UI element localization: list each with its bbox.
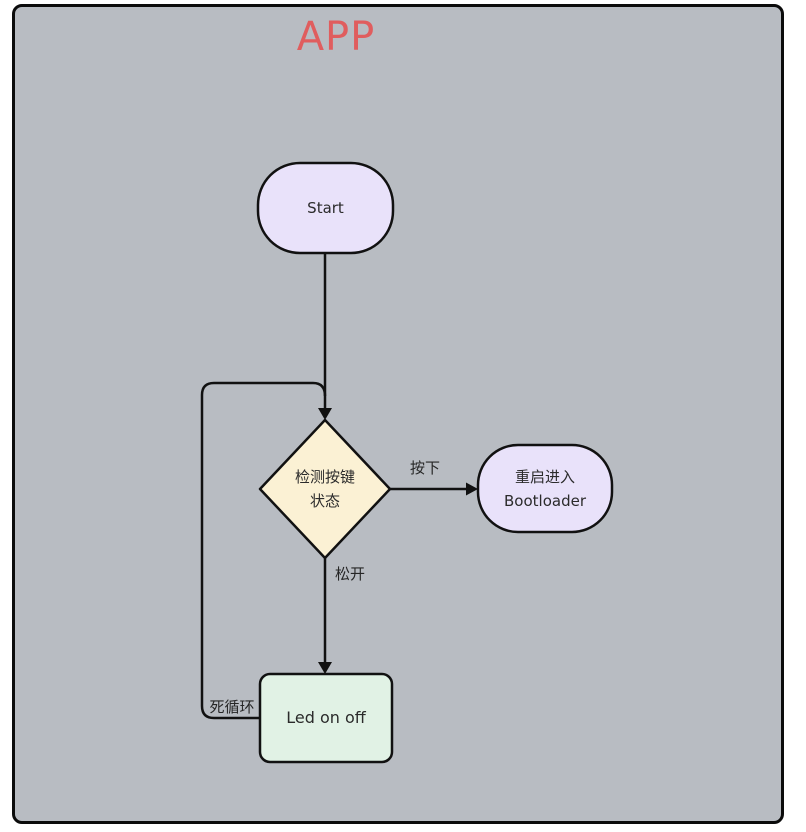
led-node-text: Led on off xyxy=(286,708,366,727)
diagram-title: APP xyxy=(296,14,376,60)
edge-label-release: 松开 xyxy=(334,565,365,583)
led-node-label: Led on off xyxy=(260,674,392,762)
arrowhead-down-decision-icon xyxy=(318,408,332,420)
arrowhead-down-led-icon xyxy=(318,662,332,674)
bootloader-node-text-line2: Bootloader xyxy=(504,491,586,510)
diagram-canvas: APP Start 检测按键 状态 重启进入 Bootloader Led on… xyxy=(12,4,784,824)
bootloader-node-label: 重启进入 Bootloader xyxy=(478,445,612,532)
start-node-shape xyxy=(256,161,395,255)
flowchart-graphics xyxy=(200,161,614,764)
decision-node-shape xyxy=(258,418,392,560)
diagram-area: APP Start 检测按键 状态 重启进入 Bootloader Led on… xyxy=(15,7,781,821)
led-node-shape xyxy=(258,672,394,764)
edge-label-infinite-loop: 死循环 xyxy=(209,698,255,716)
arrowhead-right-bootloader-icon xyxy=(466,482,478,496)
start-node-text: Start xyxy=(307,199,344,217)
bootloader-node-shape xyxy=(476,443,614,534)
decision-node-text-line1: 检测按键 xyxy=(294,468,355,486)
decision-node-text-line2: 状态 xyxy=(309,492,340,510)
start-node-label: Start xyxy=(258,163,393,253)
edge-loop-led-to-decision xyxy=(200,381,327,720)
bootloader-node-text-line1: 重启进入 xyxy=(514,467,575,486)
decision-node-label: 检测按键 状态 xyxy=(260,420,390,558)
edge-label-press: 按下 xyxy=(409,459,440,477)
